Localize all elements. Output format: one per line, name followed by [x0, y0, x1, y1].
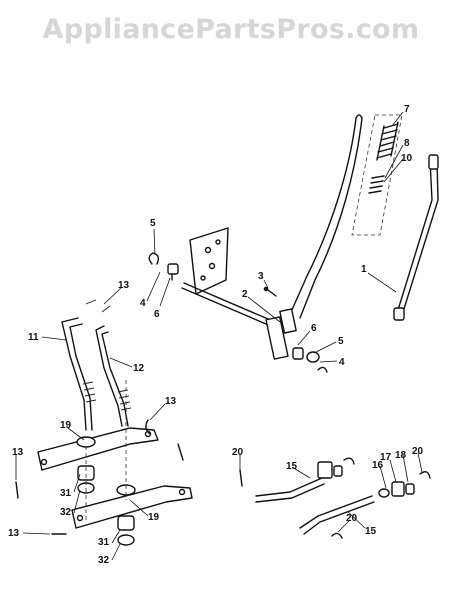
- callout-3: 3: [258, 271, 264, 282]
- part-hairpin-clips: [15, 419, 184, 535]
- part-lift-link-lower: [71, 484, 193, 529]
- callout-11: 11: [28, 332, 39, 343]
- part-bushings-lower: [117, 380, 135, 546]
- callout-20-right: 20: [412, 446, 424, 457]
- part-link-rod-12: [95, 325, 132, 427]
- callout-4-right: 4: [339, 357, 345, 368]
- callout-5-upper: 5: [150, 218, 156, 229]
- part-clip-right: [292, 347, 328, 373]
- callout-6-left: 6: [154, 309, 160, 320]
- callout-13-bottom: 13: [8, 528, 20, 539]
- part-clip-upper: [148, 252, 179, 281]
- callout-20-left: 20: [232, 447, 244, 458]
- callout-20-lower: 20: [346, 513, 358, 524]
- watermark-logo: AppliancePartsPros.com: [42, 14, 420, 45]
- callout-13-middle: 13: [165, 396, 177, 407]
- callout-8: 8: [404, 138, 410, 149]
- callout-31-upper: 31: [60, 488, 72, 499]
- part-cross-shaft: [181, 282, 297, 360]
- callout-15-lower: 15: [365, 526, 377, 537]
- part-bracket-plate: [189, 227, 229, 295]
- callout-12: 12: [133, 363, 145, 374]
- callout-19-upper: 19: [60, 420, 72, 431]
- callout-5-right: 5: [338, 336, 344, 347]
- callout-1: 1: [361, 264, 367, 275]
- part-lift-link-upper: [37, 427, 159, 471]
- callout-7: 7: [404, 104, 410, 115]
- part-rod: [393, 154, 439, 321]
- callout-2: 2: [242, 289, 248, 300]
- callout-numbers: 1 2 3 4 4 5 5 6 6 7 8 10 11 12 13 13 13 …: [8, 104, 424, 566]
- part-spring: [376, 121, 399, 161]
- part-bushings-upper: [77, 446, 95, 520]
- callout-15-upper: 15: [286, 461, 298, 472]
- callout-32-lower: 32: [98, 555, 110, 566]
- callout-13-left: 13: [12, 447, 24, 458]
- callout-13-upper: 13: [118, 280, 130, 291]
- part-adjust-rod-lower: [299, 471, 431, 539]
- callout-4-left: 4: [140, 298, 146, 309]
- part-adjust-rod-upper: [239, 457, 355, 503]
- part-hairpin-upper: [85, 299, 111, 313]
- callout-19-lower: 19: [148, 512, 160, 523]
- callout-32-upper: 32: [60, 507, 72, 518]
- callout-31-lower: 31: [98, 537, 110, 548]
- callout-6-right: 6: [311, 323, 317, 334]
- part-lift-lever: [290, 114, 403, 319]
- part-pin: [263, 286, 277, 297]
- callout-17: 17: [380, 452, 392, 463]
- part-link-rod-11: [61, 317, 97, 431]
- callout-10: 10: [401, 153, 413, 164]
- callout-16: 16: [372, 460, 384, 471]
- part-small-spring: [368, 175, 385, 194]
- leader-lines: [15, 111, 423, 561]
- callout-18: 18: [395, 450, 407, 461]
